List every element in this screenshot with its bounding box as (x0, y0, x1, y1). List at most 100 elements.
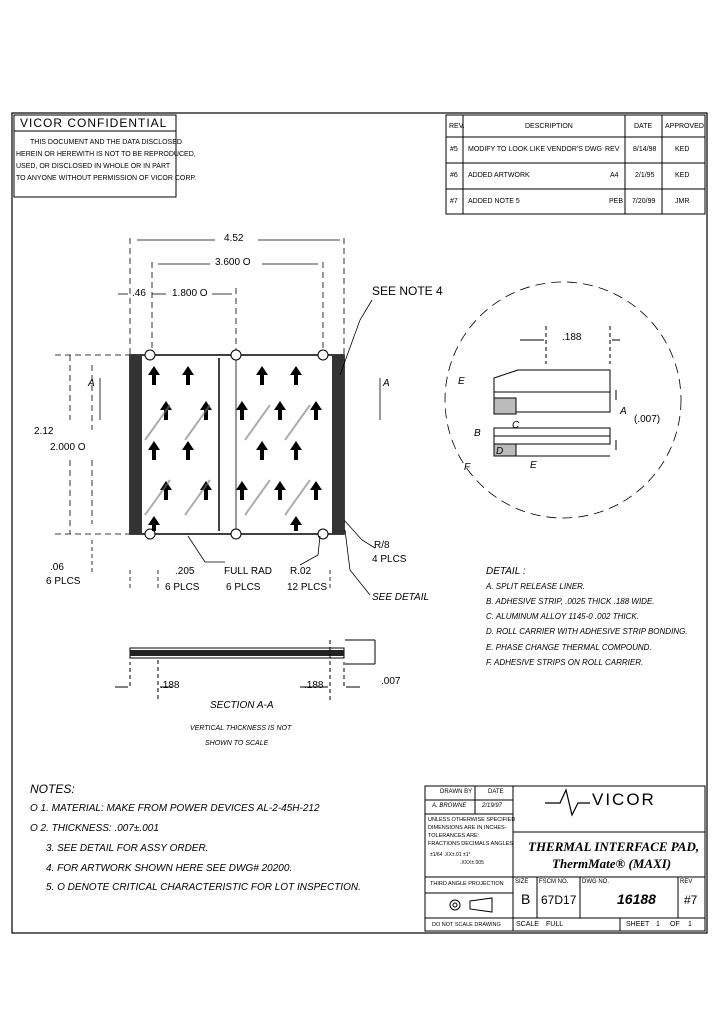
drawn-name: A. BROWNE (432, 803, 467, 809)
confidential-line: USED, OR DISCLOSED IN WHOLE OR IN PART (16, 163, 171, 170)
dim-inner-width: 3.600 O (215, 257, 251, 268)
detail-item: C. ALUMINUM ALLOY 1145-0 .002 THICK. (486, 612, 639, 621)
dim-bottom-left: .188 (160, 680, 180, 691)
confidential-line: THIS DOCUMENT AND THE DATA DISCLOSED (30, 139, 182, 146)
rev-value: #7 (684, 893, 698, 907)
sheet-label: SHEET (626, 921, 650, 928)
detail-letter: A (620, 406, 627, 417)
dim-corner: .06 (50, 562, 64, 573)
section-a-right: A (383, 378, 390, 389)
section-a-left: A (88, 378, 95, 389)
dim-left-offset: .46 (132, 288, 146, 299)
dim-r02: R.02 (290, 566, 312, 577)
section-title: SECTION A-A (210, 700, 274, 711)
note-item: 5. O DENOTE CRITICAL CHARACTERISTIC FOR … (46, 882, 361, 893)
rev-description: MODIFY TO LOOK LIKE VENDOR'S DWG (468, 146, 602, 153)
dim-slot: .205 (175, 566, 195, 577)
dim-r13: R/8 (374, 540, 390, 551)
rev-number: #7 (450, 198, 458, 205)
detail-letter: F (464, 462, 471, 473)
confidential-line: TO ANYONE WITHOUT PERMISSION OF VICOR CO… (16, 175, 197, 182)
rev-number: #5 (450, 146, 458, 153)
note-item: O 1. MATERIAL: MAKE FROM POWER DEVICES A… (30, 803, 320, 814)
date-label: DATE (488, 789, 504, 795)
rev-header: REV. (449, 123, 465, 130)
section-aa-drawing (115, 639, 376, 700)
dim-r02-plcs: 12 PLCS (287, 582, 328, 593)
detail-letter: B (474, 428, 481, 439)
dwg-label: DWG NO. (582, 879, 609, 885)
detail-letter: E (530, 460, 537, 471)
drawing-title: THERMAL INTERFACE PAD, (528, 839, 700, 854)
size-label: SIZE (515, 879, 529, 885)
dim-inner-height: 2.000 O (50, 442, 86, 453)
pad-outline (129, 349, 345, 540)
drawn-date: 2/19/97 (482, 803, 503, 809)
see-note-4: SEE NOTE 4 (372, 284, 443, 298)
dim-slot-plcs: 6 PLCS (165, 582, 200, 593)
date-header: DATE (634, 123, 653, 130)
dim-full-rad: FULL RAD (224, 566, 272, 577)
note-item: 3. SEE DETAIL FOR ASSY ORDER. (46, 843, 209, 854)
scale-label: SCALE (516, 921, 539, 928)
approved-header: APPROVED (665, 123, 704, 130)
arrow-pattern (148, 366, 322, 531)
size-value: B (521, 891, 531, 907)
tolerance-values: .XXX±.005 (460, 860, 484, 866)
detail-letter: E (458, 376, 465, 387)
section-note: SHOWN TO SCALE (205, 740, 269, 747)
rev-date: 2/1/95 (635, 172, 655, 179)
notes-title: NOTES: (30, 782, 75, 796)
dim-thickness: .007 (381, 676, 401, 687)
rev-date: 7/20/99 (632, 198, 656, 205)
rev-by: PEB (609, 198, 624, 205)
confidential-line: HEREIN OR HEREWITH IS NOT TO BE REPRODUC… (16, 151, 196, 158)
dwg-number: 16188 (617, 891, 656, 907)
rev-label: REV (680, 879, 693, 885)
rev-description: ADDED ARTWORK (468, 172, 530, 179)
rev-approved: KED (675, 146, 690, 153)
scale-value: FULL (546, 921, 564, 928)
company-name: VICOR (592, 790, 656, 809)
fscm-label: FSCM NO. (539, 879, 569, 885)
dim-overall-width: 4.52 (224, 233, 244, 244)
dim-mid-offset: 1.800 O (172, 288, 208, 299)
rev-description: ADDED NOTE 5 (468, 198, 520, 205)
detail-item: F. ADHESIVE STRIPS ON ROLL CARRIER. (486, 658, 644, 667)
description-header: DESCRIPTION (525, 123, 573, 130)
dim-height: 2.12 (34, 426, 54, 437)
detail-circle (444, 281, 682, 519)
dim-full-rad-plcs: 6 PLCS (226, 582, 261, 593)
detail-item: B. ADHESIVE STRIP, .0025 THICK .188 WIDE… (486, 597, 655, 606)
detail-letter: D (496, 446, 504, 457)
detail-item: A. SPLIT RELEASE LINER. (486, 582, 586, 591)
drawn-by-label: DRAWN BY (440, 789, 473, 795)
sheet-value: 1 (656, 921, 660, 928)
tolerance-line: FRACTIONS DECIMALS ANGLES (428, 841, 513, 847)
tolerance-line: DIMENSIONS ARE IN INCHES- (428, 825, 507, 831)
rev-date: 8/14/98 (633, 146, 657, 153)
note-item: 4. FOR ARTWORK SHOWN HERE SEE DWG# 20200… (46, 863, 293, 874)
detail-item: E. PHASE CHANGE THERMAL COMPOUND. (486, 643, 652, 652)
drawing-subtitle: ThermMate® (MAXI) (552, 856, 672, 871)
tolerance-line: TOLERANCES ARE: (428, 833, 480, 839)
rev-by: REV (605, 146, 620, 153)
detail-thickness: (.007) (634, 414, 661, 425)
detail-title: DETAIL : (486, 566, 526, 577)
of-label: OF (670, 921, 680, 928)
of-value: 1 (688, 921, 692, 928)
see-detail: SEE DETAIL (372, 592, 430, 603)
detail-width: .188 (562, 332, 582, 343)
rev-by: A4 (610, 172, 619, 179)
tolerance-values: ±1/64 .XX±.01 ±1° (430, 852, 471, 858)
vicor-logo-mark (545, 788, 590, 817)
rev-approved: JMR (675, 198, 690, 205)
tolerance-line: UNLESS OTHERWISE SPECIFIED (428, 817, 516, 823)
dim-corner-plcs: 6 PLCS (46, 576, 81, 587)
do-not-scale: DO NOT SCALE DRAWING (432, 922, 501, 928)
note-item: O 2. THICKNESS: .007±.001 (30, 823, 159, 834)
rev-approved: KED (675, 172, 690, 179)
confidential-title: VICOR CONFIDENTIAL (20, 116, 168, 130)
dim-r13-plcs: 4 PLCS (372, 554, 407, 565)
